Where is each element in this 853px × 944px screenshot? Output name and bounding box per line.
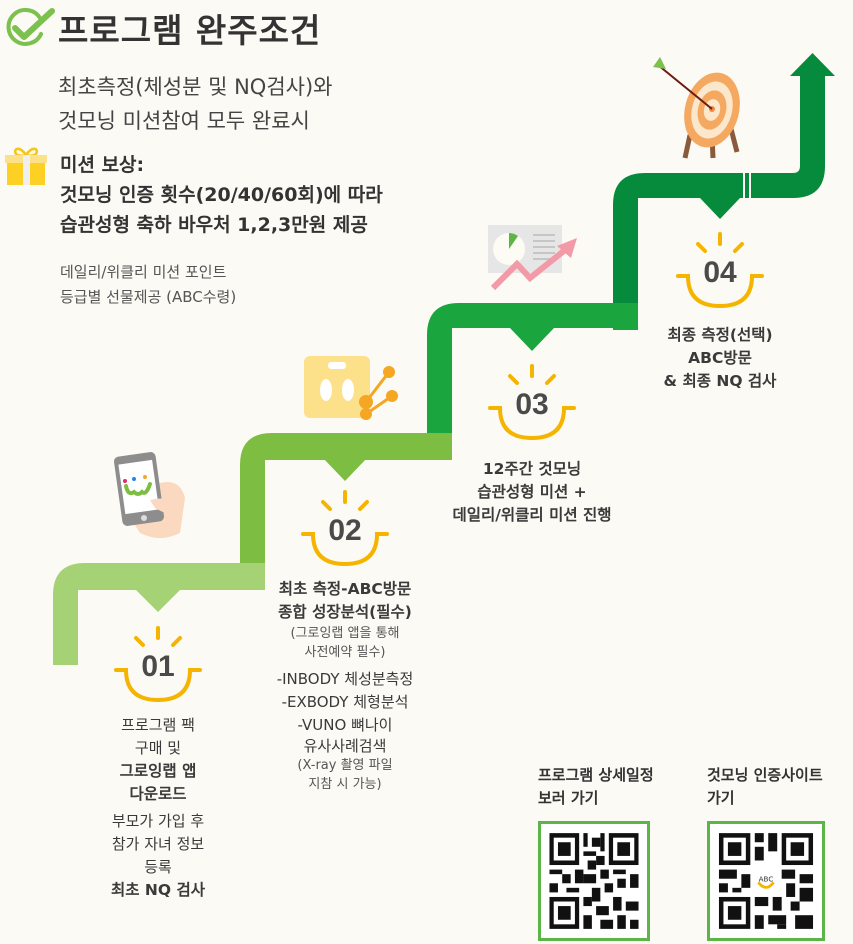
step-badge-02: 02 (295, 490, 395, 570)
svg-text:ABC: ABC (759, 874, 774, 883)
qr-label-certification-site: 것모닝 인증사이트 가기 (707, 764, 823, 810)
step-line: 지참 시 가능) (308, 777, 382, 792)
completion-conditions: 최초측정(체성분 및 NQ검사)와 것모닝 미션참여 모두 완료시 (58, 70, 333, 138)
qr-label-line: 보러 가기 (538, 789, 599, 807)
step-badge-01: 01 (108, 626, 208, 706)
step-line: 종합 성장분석(필수) (278, 603, 412, 621)
step-number: 04 (703, 256, 737, 289)
gift-icon (3, 143, 49, 187)
step-line: 최종 측정(선택) (667, 326, 773, 344)
step-line: 참가 자녀 정보 (111, 835, 205, 853)
scale-icon (300, 352, 400, 422)
arrow-up-icon (790, 53, 835, 76)
step-03-description: 12주간 것모닝 습관성형 미션 + 데일리/위클리 미션 진행 (422, 458, 642, 527)
step-badge-04: 04 (670, 232, 770, 312)
subtitle-line: 최초측정(체성분 및 NQ검사)와 (58, 75, 333, 99)
qr-label-line: 가기 (707, 789, 735, 807)
reward-label: 미션 보상: (60, 154, 145, 176)
subtitle-line: 것모닝 미션참여 모두 완료시 (58, 109, 310, 133)
target-arrow-icon (650, 55, 750, 160)
reward-note-line: 데일리/위클리 미션 포인트 (60, 263, 227, 281)
step-line: (그로잉랩 앱을 통해 (290, 626, 400, 641)
step-line: 12주간 것모닝 (482, 460, 582, 478)
step-line: ABC방문 (688, 349, 752, 367)
step-line: 최초 측정-ABC방문 (278, 580, 412, 598)
step-line: -VUNO 뼈나이 (297, 716, 393, 734)
reward-line: 습관성형 축하 바우처 1,2,3만원 제공 (60, 214, 368, 236)
step-line: 최초 NQ 검사 (111, 881, 205, 899)
step-line: 그로잉랩 앱 (119, 762, 197, 780)
step-line: 습관성형 미션 + (477, 483, 587, 501)
reward-line: 것모닝 인증 횟수(20/40/60회)에 따라 (60, 184, 383, 206)
qr-code-schedule[interactable] (538, 821, 650, 941)
step-number: 02 (328, 514, 362, 547)
qr-code-certification-site[interactable]: ABC (707, 821, 825, 941)
step-04-description: 최종 측정(선택) ABC방문 & 최종 NQ 검사 (620, 324, 820, 393)
reward-points-note: 데일리/위클리 미션 포인트 등급별 선물제공 (ABC수령) (60, 260, 236, 310)
phone-app-icon (110, 448, 195, 543)
step-line: 구매 및 (134, 739, 182, 757)
step-02-description: 최초 측정-ABC방문 종합 성장분석(필수) (그로잉랩 앱을 통해 사전예약… (240, 578, 450, 794)
step-line: -INBODY 체성분측정 (276, 670, 414, 688)
qr-label-line: 프로그램 상세일정 (538, 766, 654, 784)
step-01-description: 프로그램 팩 구매 및 그로잉랩 앱 다운로드 부모가 가입 후 참가 자녀 정… (68, 714, 248, 902)
step-number: 03 (515, 388, 549, 421)
reward-note-line: 등급별 선물제공 (ABC수령) (60, 288, 237, 306)
step-line: & 최종 NQ 검사 (663, 372, 777, 390)
step-line: 다운로드 (129, 785, 187, 803)
step-line: (X-ray 촬영 파일 (297, 758, 393, 773)
mission-reward: 미션 보상: 것모닝 인증 횟수(20/40/60회)에 따라 습관성형 축하 … (60, 150, 383, 240)
step-badge-03: 03 (482, 364, 582, 444)
check-circle-icon (4, 6, 56, 50)
step-line: 부모가 가입 후 (111, 812, 205, 830)
step-line: 유사사례검색 (303, 737, 387, 755)
step-line: -EXBODY 체형분석 (281, 693, 409, 711)
step-line: 사전예약 필수) (304, 645, 386, 660)
step-line: 데일리/위클리 미션 진행 (452, 506, 612, 524)
step-line: 프로그램 팩 (121, 716, 195, 734)
chart-report-icon (485, 220, 580, 292)
step-line: 등록 (144, 858, 172, 876)
qr-label-schedule: 프로그램 상세일정 보러 가기 (538, 764, 654, 810)
qr-label-line: 것모닝 인증사이트 (707, 766, 823, 784)
step-number: 01 (141, 650, 175, 683)
page-title: 프로그램 완주조건 (58, 11, 322, 50)
